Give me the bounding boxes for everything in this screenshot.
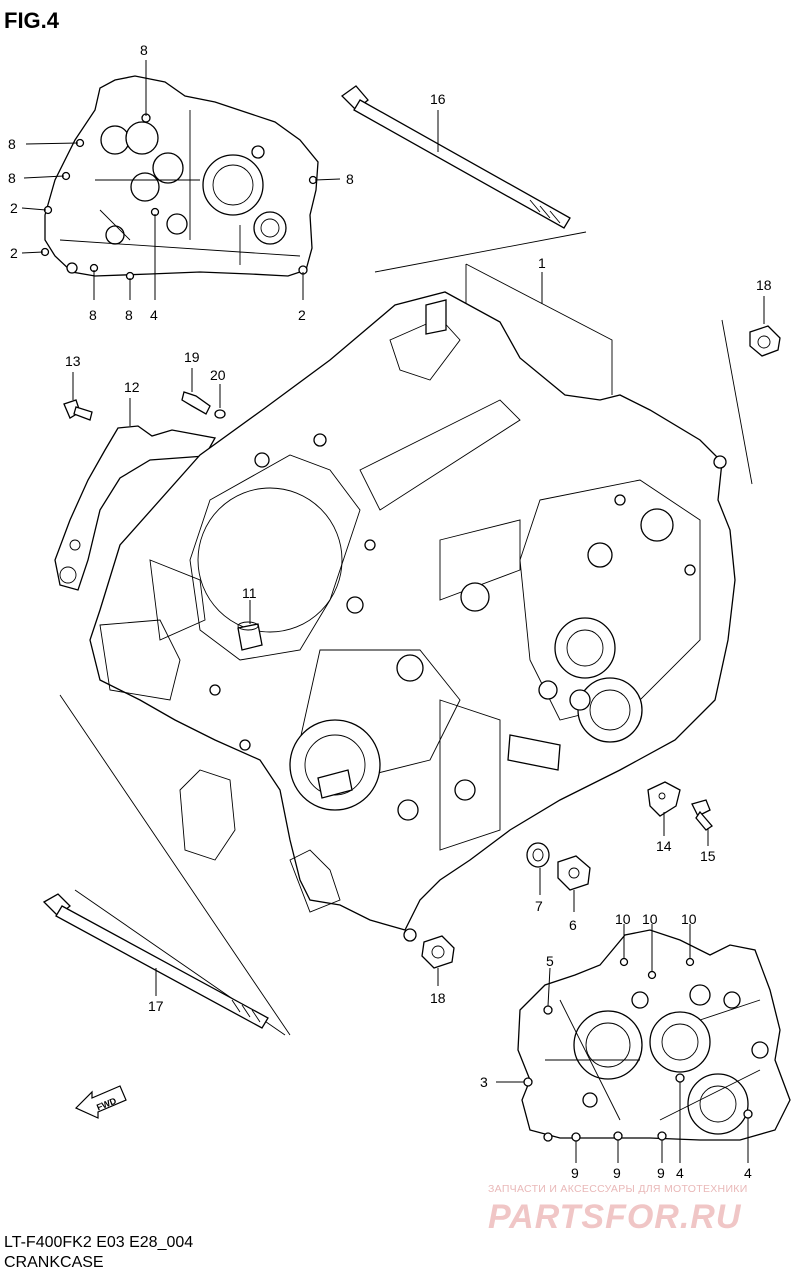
inset-left-leaders — [21, 60, 341, 300]
callout-8: 8 — [89, 307, 97, 323]
callout-2: 2 — [10, 200, 18, 216]
callout-9: 9 — [613, 1165, 621, 1181]
callout-8: 8 — [8, 136, 16, 152]
part-12-gasket — [54, 398, 217, 591]
callout-18: 18 — [430, 990, 446, 1006]
part-18-nut-top — [749, 296, 781, 357]
callout-12: 12 — [124, 379, 140, 395]
callout-2: 2 — [10, 245, 18, 261]
part-6-drain-plug — [557, 855, 591, 912]
callout-4: 4 — [676, 1165, 684, 1181]
callout-4: 4 — [744, 1165, 752, 1181]
callout-labels: 8 8 8 2 2 8 8 4 2 8 16 1 18 13 19 20 12 … — [8, 42, 772, 1181]
callout-15: 15 — [700, 848, 716, 864]
model-code: LT-F400FK2 E03 E28_004 — [4, 1234, 193, 1251]
callout-10: 10 — [615, 911, 631, 927]
callout-14: 14 — [656, 838, 672, 854]
part-13-bolt — [63, 372, 93, 421]
callout-1: 1 — [538, 255, 546, 271]
part-18-nut-bottom — [421, 935, 455, 986]
watermark-tagline: ЗАПЧАСТИ И АКСЕССУАРЫ ДЛЯ МОТОТЕХНИКИ — [488, 1183, 748, 1195]
watermark-brand: PARTSFOR.RU — [488, 1198, 742, 1236]
callout-16: 16 — [430, 91, 446, 107]
fwd-direction-marker: FWD — [74, 1085, 127, 1119]
callout-8: 8 — [125, 307, 133, 323]
part-14-bracket — [647, 781, 681, 836]
figure-label: FIG.4 — [4, 8, 60, 33]
part-19-fitting — [181, 368, 211, 415]
callout-8: 8 — [140, 42, 148, 58]
callout-18: 18 — [756, 277, 772, 293]
part-7-washer — [526, 842, 550, 895]
inset-right-leaders — [496, 924, 749, 1163]
part-11-dowel-pin — [237, 600, 263, 651]
diagram-title: CRANKCASE — [4, 1254, 104, 1271]
callout-9: 9 — [657, 1165, 665, 1181]
callout-2: 2 — [298, 307, 306, 323]
callout-10: 10 — [642, 911, 658, 927]
inset-right-case-bolt-pattern — [517, 929, 791, 1142]
callout-17: 17 — [148, 998, 164, 1014]
callout-7: 7 — [535, 898, 543, 914]
callout-10: 10 — [681, 911, 697, 927]
part-20-o-ring — [214, 384, 226, 419]
part-16-long-bolt — [340, 85, 571, 229]
part-15-bolt — [691, 799, 713, 846]
callout-9: 9 — [571, 1165, 579, 1181]
inset-left-case-bolt-pattern — [40, 75, 319, 281]
callout-8: 8 — [8, 170, 16, 186]
callout-20: 20 — [210, 367, 226, 383]
part-17-long-bolt — [42, 893, 269, 1029]
callout-4: 4 — [150, 307, 158, 323]
part-1-crankcase-assembly — [89, 291, 736, 942]
callout-19: 19 — [184, 349, 200, 365]
callout-8: 8 — [346, 171, 354, 187]
watermark: ЗАПЧАСТИ И АКСЕССУАРЫ ДЛЯ МОТОТЕХНИКИ PA… — [488, 1183, 748, 1236]
callout-11: 11 — [242, 585, 257, 601]
callout-5: 5 — [546, 953, 554, 969]
callout-6: 6 — [569, 917, 577, 933]
callout-13: 13 — [65, 353, 81, 369]
callout-3: 3 — [480, 1074, 488, 1090]
